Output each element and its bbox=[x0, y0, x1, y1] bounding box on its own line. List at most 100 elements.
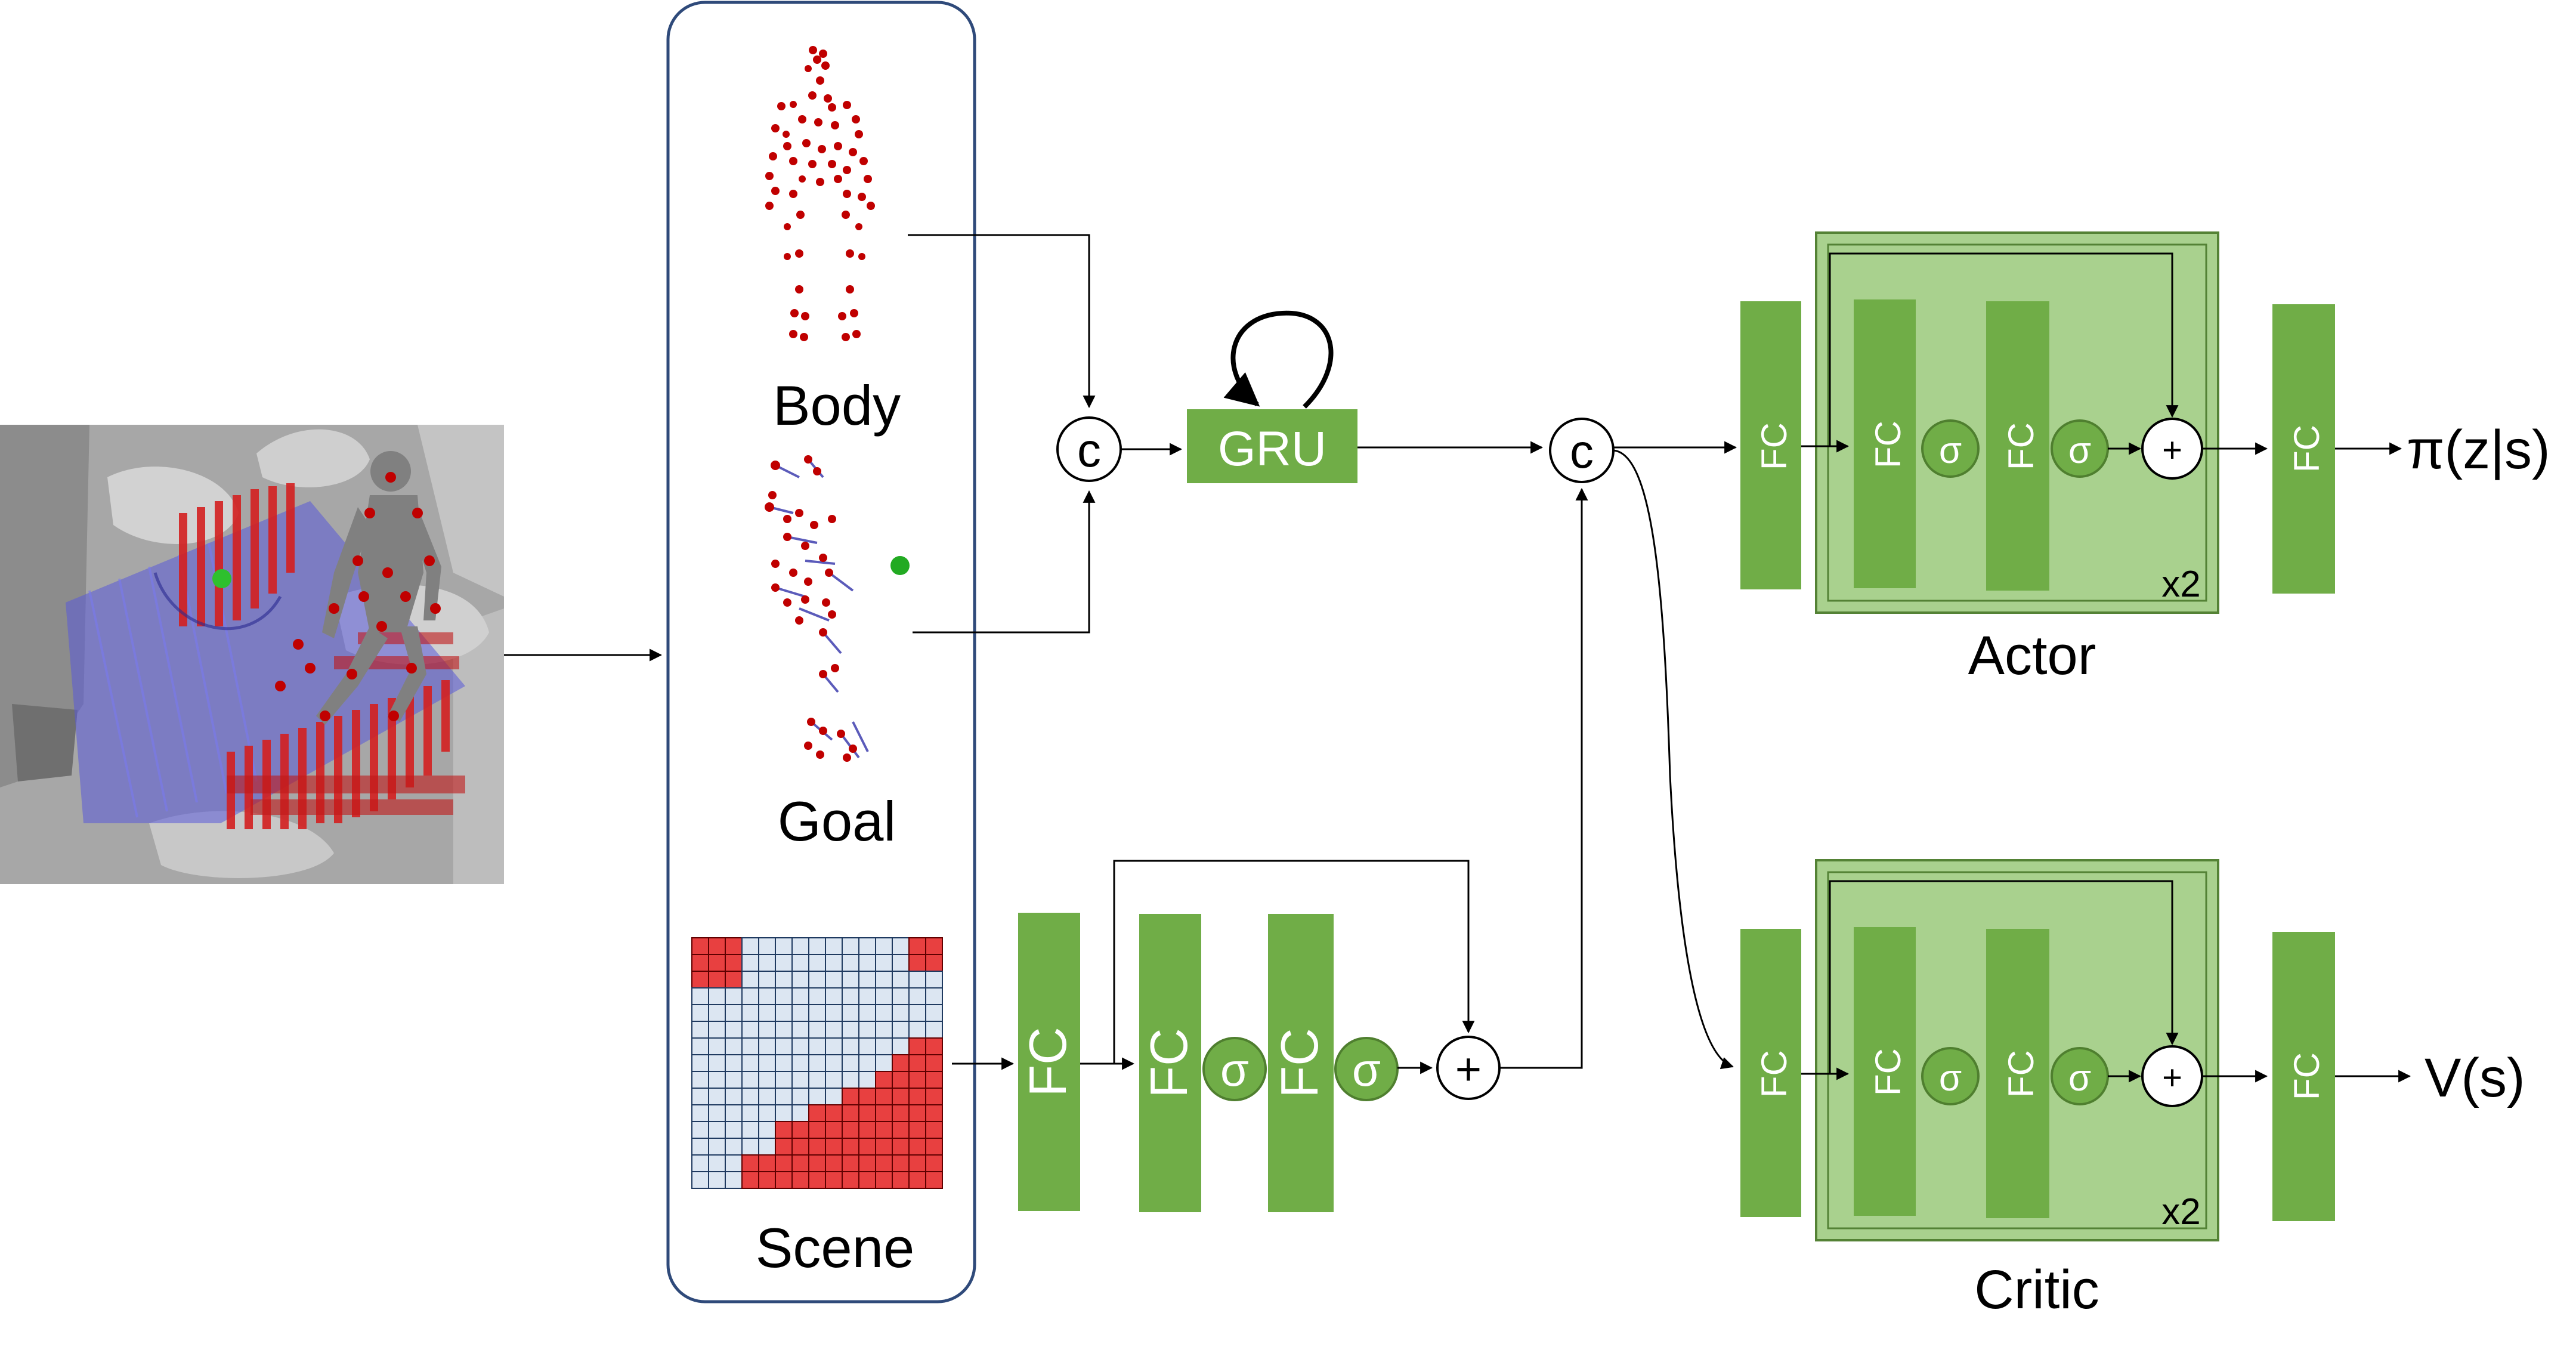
grid-cell-occupied bbox=[825, 1171, 843, 1189]
grid-cell-free bbox=[758, 1088, 776, 1105]
scene-sigma-1: σ bbox=[1202, 1037, 1267, 1101]
grid-cell-free bbox=[725, 1104, 743, 1122]
svg-text:+: + bbox=[2162, 1058, 2182, 1097]
grid-cell-free bbox=[691, 1154, 709, 1172]
grid-cell-occupied bbox=[908, 954, 926, 972]
svg-text:FC: FC bbox=[2287, 1052, 2327, 1100]
grid-cell-free bbox=[741, 1121, 759, 1139]
scene-fc-3: FC bbox=[1268, 914, 1334, 1212]
grid-cell-free bbox=[858, 1037, 876, 1055]
critic-fc-input: FC bbox=[1740, 929, 1801, 1217]
grid-cell-occupied bbox=[925, 1071, 943, 1089]
grid-cell-free bbox=[791, 1021, 809, 1039]
grid-cell-free bbox=[725, 1037, 743, 1055]
grid-cell-free bbox=[791, 1088, 809, 1105]
grid-cell-occupied bbox=[842, 1154, 859, 1172]
grid-cell-free bbox=[708, 1121, 726, 1139]
grid-cell-free bbox=[858, 1021, 876, 1039]
grid-cell-free bbox=[858, 987, 876, 1005]
grid-cell-occupied bbox=[725, 971, 743, 989]
grid-cell-occupied bbox=[758, 1154, 776, 1172]
svg-text:σ: σ bbox=[2068, 1058, 2091, 1099]
grid-cell-free bbox=[708, 1088, 726, 1105]
grid-cell-occupied bbox=[842, 1171, 859, 1189]
grid-cell-free bbox=[758, 954, 776, 972]
grid-cell-free bbox=[758, 1054, 776, 1072]
grid-cell-occupied bbox=[892, 1071, 910, 1089]
scene-fc-2: FC bbox=[1139, 914, 1201, 1212]
grid-cell-free bbox=[758, 1071, 776, 1089]
policy-output-label: π(z|s) bbox=[2407, 419, 2550, 480]
critic-repeat-label: x2 bbox=[2161, 1191, 2200, 1232]
grid-cell-free bbox=[925, 1021, 943, 1039]
grid-cell-free bbox=[808, 1004, 826, 1022]
grid-cell-free bbox=[725, 1088, 743, 1105]
actor-label: Actor bbox=[1968, 625, 2096, 686]
grid-cell-free bbox=[858, 954, 876, 972]
critic-add-node: + bbox=[2141, 1045, 2203, 1107]
grid-cell-free bbox=[908, 1021, 926, 1039]
grid-cell-free bbox=[708, 1154, 726, 1172]
grid-cell-free bbox=[892, 1037, 910, 1055]
grid-cell-free bbox=[775, 1088, 793, 1105]
grid-cell-free bbox=[758, 1121, 776, 1139]
scene-add-node: + bbox=[1436, 1036, 1501, 1100]
grid-cell-occupied bbox=[691, 937, 709, 955]
svg-text:σ: σ bbox=[1939, 1058, 1962, 1099]
grid-cell-free bbox=[875, 987, 893, 1005]
grid-cell-occupied bbox=[725, 954, 743, 972]
grid-cell-occupied bbox=[825, 1138, 843, 1156]
svg-text:FC: FC bbox=[1270, 1028, 1329, 1098]
grid-cell-occupied bbox=[875, 1154, 893, 1172]
grid-cell-occupied bbox=[691, 954, 709, 972]
grid-cell-free bbox=[825, 1054, 843, 1072]
grid-cell-free bbox=[908, 971, 926, 989]
actor-skip-connection bbox=[1829, 252, 2179, 446]
grid-cell-occupied bbox=[842, 1138, 859, 1156]
grid-cell-free bbox=[758, 1138, 776, 1156]
grid-cell-occupied bbox=[775, 1154, 793, 1172]
grid-cell-occupied bbox=[858, 1138, 876, 1156]
scene-occupancy-grid bbox=[691, 937, 943, 1189]
grid-cell-occupied bbox=[791, 1154, 809, 1172]
grid-cell-free bbox=[808, 937, 826, 955]
critic-skip-connection bbox=[1829, 880, 2179, 1074]
grid-cell-free bbox=[825, 1088, 843, 1105]
grid-cell-occupied bbox=[892, 1121, 910, 1139]
grid-cell-occupied bbox=[925, 1104, 943, 1122]
grid-cell-free bbox=[791, 937, 809, 955]
grid-cell-free bbox=[741, 1088, 759, 1105]
grid-cell-occupied bbox=[791, 1171, 809, 1189]
grid-cell-free bbox=[825, 971, 843, 989]
grid-cell-free bbox=[691, 1004, 709, 1022]
grid-cell-occupied bbox=[925, 1037, 943, 1055]
grid-cell-occupied bbox=[892, 1088, 910, 1105]
grid-cell-free bbox=[741, 1138, 759, 1156]
grid-cell-occupied bbox=[791, 1121, 809, 1139]
grid-cell-free bbox=[691, 1104, 709, 1122]
grid-cell-free bbox=[925, 971, 943, 989]
grid-cell-free bbox=[908, 987, 926, 1005]
grid-cell-occupied bbox=[808, 1104, 826, 1122]
critic-sigma-1: σ bbox=[1921, 1047, 1980, 1105]
grid-cell-free bbox=[908, 1004, 926, 1022]
grid-cell-free bbox=[725, 1171, 743, 1189]
svg-text:c: c bbox=[1570, 425, 1594, 478]
critic-fc-2: FC bbox=[1986, 929, 2049, 1218]
svg-text:σ: σ bbox=[2068, 430, 2091, 471]
grid-cell-occupied bbox=[691, 971, 709, 989]
svg-text:FC: FC bbox=[1139, 1028, 1198, 1098]
grid-cell-free bbox=[825, 1021, 843, 1039]
grid-cell-occupied bbox=[875, 1104, 893, 1122]
grid-cell-occupied bbox=[708, 971, 726, 989]
grid-cell-free bbox=[758, 937, 776, 955]
grid-cell-occupied bbox=[708, 937, 726, 955]
critic-sigma-2: σ bbox=[2051, 1047, 2109, 1105]
grid-cell-free bbox=[775, 1071, 793, 1089]
grid-cell-free bbox=[725, 1004, 743, 1022]
grid-cell-free bbox=[708, 1004, 726, 1022]
grid-cell-occupied bbox=[842, 1121, 859, 1139]
grid-cell-occupied bbox=[741, 1154, 759, 1172]
grid-cell-free bbox=[775, 1037, 793, 1055]
